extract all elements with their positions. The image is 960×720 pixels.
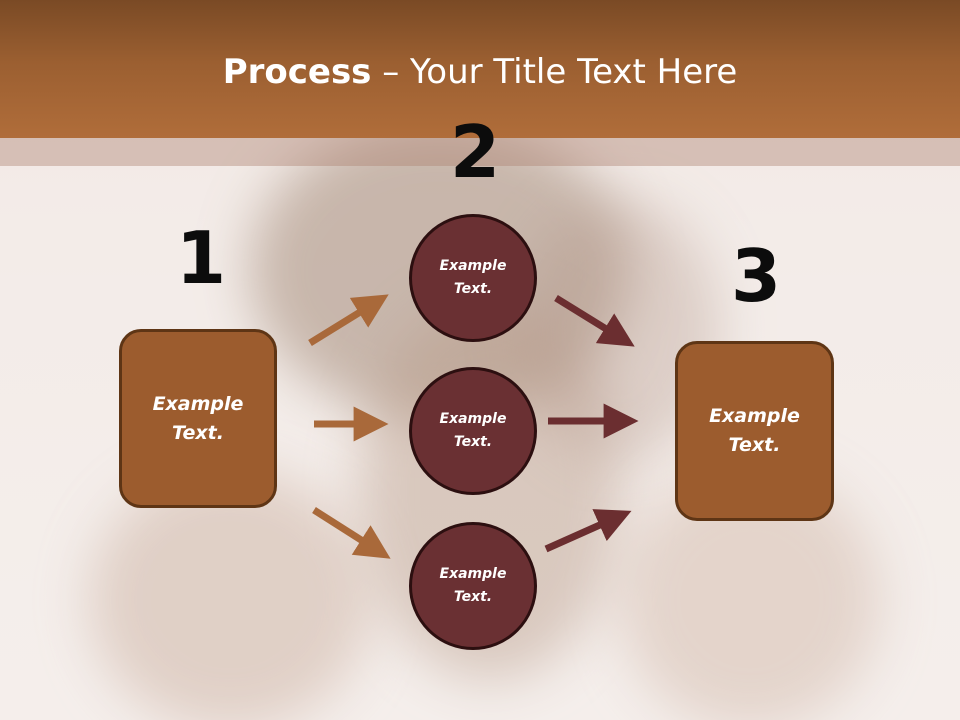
step-number-1: 1 <box>176 216 227 300</box>
arrow-bottom-to-right <box>544 509 632 553</box>
arrow-top-to-right <box>554 295 635 347</box>
title-strip <box>0 138 960 166</box>
step-number-2: 2 <box>450 110 501 194</box>
circle-bottom-label: Example Text. <box>439 566 507 605</box>
step-1-label: Example Text. <box>152 392 244 444</box>
arrow-left-to-bottom <box>312 507 391 559</box>
step-1-box: Example Text. <box>119 329 277 508</box>
step-2-circle-bottom: Example Text. <box>409 522 537 650</box>
title-bold-part: Process <box>222 52 372 92</box>
title-rest-part: – Your Title Text Here <box>371 52 738 92</box>
circle-middle-label: Example Text. <box>439 411 507 450</box>
step-3-box: Example Text. <box>675 341 834 521</box>
step-3-label: Example Text. <box>709 405 800 456</box>
circle-top-label: Example Text. <box>439 258 507 297</box>
title-band <box>0 0 960 138</box>
slide-title: Process – Your Title Text Here <box>0 52 960 92</box>
step-2-circle-middle: Example Text. <box>409 367 537 495</box>
step-2-circle-top: Example Text. <box>409 214 537 342</box>
step-number-3: 3 <box>731 234 782 318</box>
arrow-left-to-top <box>308 294 389 346</box>
